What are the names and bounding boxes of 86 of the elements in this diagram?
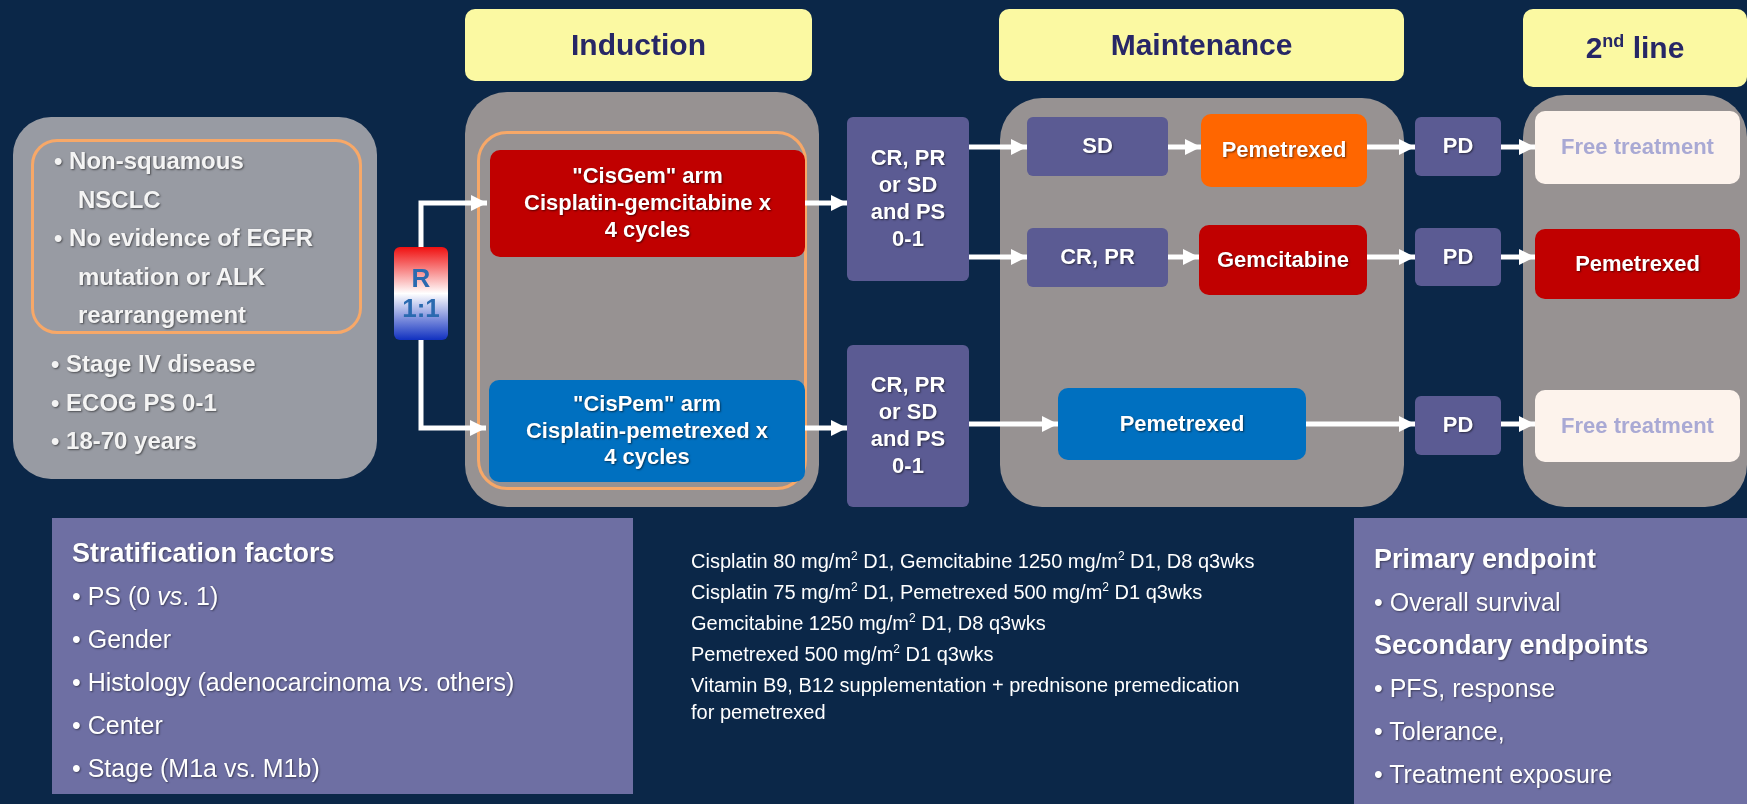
status-box (1027, 228, 1168, 287)
list-item: • PS (0 vs. 1) (72, 581, 220, 612)
treatment-box (1058, 388, 1306, 460)
box-text: SD (1081, 133, 1114, 160)
dosage-note: Cisplatin 80 mg/m$^{2}$ D1, Gemcitabine 1250 mg/m$^{2}$ D1, D8 q3wks (691, 548, 1256, 574)
box-text: Free treatment (1561, 134, 1714, 161)
dosage-note: Pemetrexed 500 mg/m$^{2}$ D1 q3wks (691, 641, 995, 667)
list-item: • Gender (72, 624, 173, 655)
criteria-item: • No evidence of EGFR mutation or ALK rearrangement (54, 223, 315, 330)
arrow (1168, 139, 1201, 155)
dosage-note: Gemcitabine 1250 mg/m$^{2}$ D1, D8 q3wks (691, 610, 1047, 636)
box-text: "CisPem" arm (571, 390, 722, 418)
status-box (1415, 396, 1501, 455)
treatment-box (490, 150, 805, 257)
status-box (847, 117, 969, 281)
phase-title: 2$^{nd}$ line (1585, 29, 1685, 66)
randomization-text: 1:1 (402, 293, 440, 324)
phase-panel (1523, 95, 1747, 507)
arrow (969, 249, 1027, 265)
box-text: CR, PR (1059, 244, 1136, 271)
arrow (1501, 416, 1535, 432)
phase-header (999, 9, 1404, 81)
section-heading: Primary endpoint (1374, 543, 1598, 576)
phase-title: Maintenance (1110, 26, 1293, 63)
status-box (1027, 117, 1168, 176)
randomization-text: R (411, 263, 431, 294)
treatment-box (1535, 229, 1740, 299)
phase-title: Induction (571, 26, 706, 63)
status-box (847, 345, 969, 507)
box-text: "CisGem" arm (571, 163, 724, 191)
box-text: Free treatment (1561, 412, 1714, 440)
box-text: Pemetrexed (1118, 410, 1246, 438)
box-text: Pemetrexed (1574, 250, 1701, 278)
phase-header (1523, 9, 1747, 87)
section-heading: Secondary endpoints (1374, 629, 1650, 662)
info-panel (1354, 518, 1747, 804)
arrow (1306, 416, 1415, 432)
criteria-panel (13, 117, 377, 479)
criteria-item: • Non-squamous NSCLC (54, 146, 245, 215)
section-heading: Stratification factors (72, 537, 336, 570)
arrow (969, 416, 1058, 432)
box-text: Pemetrexed (1221, 137, 1347, 164)
box-text: PD (1441, 243, 1475, 271)
status-box (1415, 117, 1501, 176)
criteria-item: • 18-70 years (51, 426, 198, 456)
box-text: PD (1441, 412, 1475, 439)
list-item: • Tolerance, (1374, 716, 1506, 747)
arrow (418, 195, 487, 247)
phase-panel (1000, 98, 1404, 507)
arrow (969, 139, 1027, 155)
list-item: • PFS, response (1374, 673, 1557, 704)
treatment-box (1199, 225, 1367, 295)
box-text: PD (1441, 133, 1475, 160)
info-panel (52, 518, 633, 794)
treatment-box (1535, 390, 1740, 462)
list-item: • Overall survival (1374, 587, 1562, 618)
arrow (802, 420, 847, 436)
treatment-box (489, 380, 805, 482)
arm-outline (477, 131, 807, 490)
dosage-note: Vitamin B9, B12 supplementation + prednisone premedication for pemetrexed (691, 673, 1241, 725)
criteria-outline (31, 139, 362, 334)
arrow (802, 195, 847, 211)
box-text: CR, PR or SD and PS 0-1 (869, 372, 947, 480)
box-text: CR, PR or SD and PS 0-1 (869, 145, 947, 253)
status-box (1415, 228, 1501, 286)
box-text: Cisplatin-gemcitabine x 4 cycles (523, 190, 772, 244)
list-item: • Stage (M1a vs. M1b) (72, 753, 321, 784)
arrow (1501, 139, 1535, 155)
list-item: • Treatment exposure (1374, 759, 1614, 790)
criteria-item: • Stage IV disease (51, 349, 257, 379)
criteria-item: • ECOG PS 0-1 (51, 387, 218, 418)
treatment-box (1535, 111, 1740, 184)
list-item: • Center (72, 710, 164, 741)
arrow (1367, 249, 1415, 265)
list-item: • Histology (adenocarcinoma vs. others) (72, 667, 516, 698)
arrow (1367, 139, 1415, 155)
arrow (1501, 249, 1535, 265)
phase-header (465, 9, 812, 81)
box-text: Cisplatin-pemetrexed x 4 cycles (524, 417, 770, 472)
box-text: Gemcitabine (1216, 246, 1351, 274)
dosage-note: Cisplatin 75 mg/m$^{2}$ D1, Pemetrexed 500 mg/m$^{2}$ D1 q3wks (691, 579, 1204, 605)
arrow (418, 340, 486, 436)
phase-panel (465, 92, 819, 507)
treatment-box (1201, 114, 1367, 187)
arrow (1168, 249, 1199, 265)
randomization-box (394, 247, 448, 340)
